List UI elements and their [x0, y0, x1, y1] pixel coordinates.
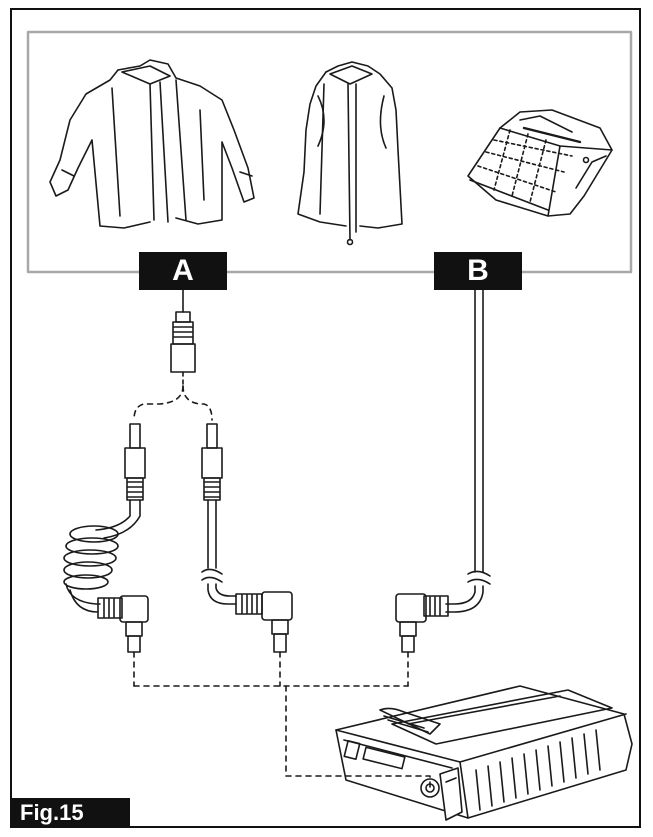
heated-jacket-icon: [49, 59, 255, 229]
heated-vest-icon: [297, 61, 403, 246]
battery-pack-icon: [335, 685, 633, 821]
garment-panel: [26, 30, 633, 274]
label-b: B: [434, 252, 522, 290]
figure-frame: [10, 8, 641, 828]
coiled-cable: [63, 525, 119, 613]
straight-cable-connector: [201, 423, 237, 605]
split-connection-left: [133, 385, 184, 421]
coiled-cable-connector: [95, 423, 146, 539]
label-a: A: [139, 252, 227, 290]
dashed-battery-link: [285, 685, 431, 793]
middle-right-angle-plug: [235, 591, 293, 687]
figure-caption: Fig.15: [12, 798, 130, 828]
heated-blanket-icon: [467, 109, 613, 217]
connector-a-plug: [170, 289, 196, 385]
connector-b-cable: [445, 289, 491, 613]
right-right-angle-plug: [395, 593, 449, 687]
left-right-angle-plug: [97, 595, 149, 687]
split-connection-right: [182, 385, 213, 421]
